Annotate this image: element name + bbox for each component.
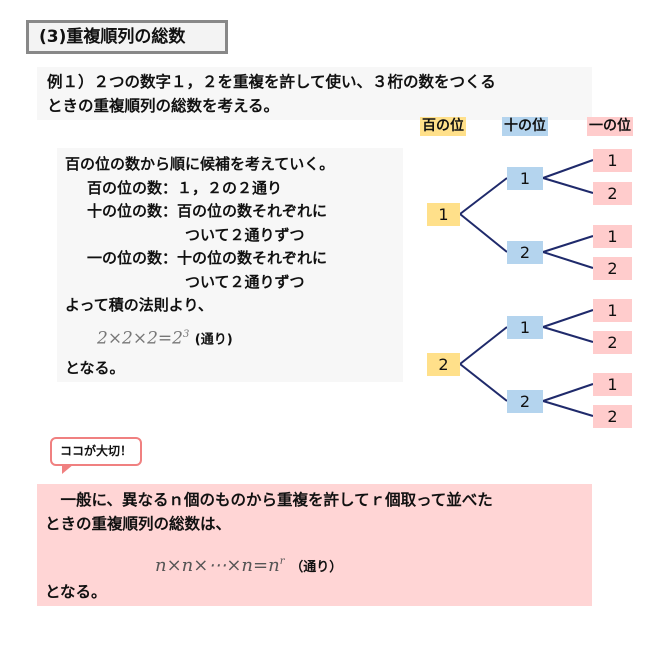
example-box: 例１）２つの数字１，２を重複を許して使い、３桁の数をつくる ときの重複順列の総数… [37,67,592,120]
formula-exponent: 3 [183,328,190,340]
tree-node-ones: 2 [593,182,632,205]
text-line: となる。 [65,359,125,378]
tree-node-tens: 2 [507,390,543,413]
formula-base: 2×2×2=2 [97,328,183,349]
example-line: 例１）２つの数字１，２を重複を許して使い、３桁の数をつくる [47,73,496,91]
text-line: 百の位の数から順に候補を考えていく。 [65,155,335,173]
tree-node-ones: 1 [593,149,632,172]
tree-node-tens: 1 [507,167,543,190]
tree-node-hundreds: 1 [427,203,460,226]
tree-node-ones: 1 [593,373,632,396]
formula-unit: (通り) [194,332,233,348]
tree-node-ones: 2 [593,405,632,428]
formula-unit: （通り） [290,560,343,575]
tree-node-tens: 2 [507,241,543,264]
tree-node-tens: 1 [507,316,543,339]
general-formula: n×n×⋯×n=nr （通り） [45,536,592,594]
explanation-box: 百の位の数から順に候補を考えていく。 百の位の数：１，２の２通り 十の位の数：百… [57,148,403,382]
callout-bubble: ココが大切！ [50,437,142,466]
callout-tail [62,464,74,474]
example-line: ときの重複順列の総数を考える。 [47,97,280,115]
text-line: 百の位の数：１，２の２通り [87,178,283,197]
text-line: となる。 [45,583,107,601]
tree-node-ones: 1 [593,225,632,248]
label-hundreds: 百の位 [420,117,466,136]
label-ones: 一の位 [587,117,633,136]
tree-node-ones: 2 [593,257,632,280]
text-line: 一の位の数：十の位の数それぞれに [87,249,328,267]
formula-exponent: r [279,556,285,567]
tree-node-hundreds: 2 [427,353,460,376]
text-line: 一般に、異なるｎ個のものから重複を許してｒ個取って並べた [45,491,493,509]
tree-node-ones: 1 [593,299,632,322]
tree-node-ones: 2 [593,331,632,354]
text-line: ついて２通りずつ [185,225,305,244]
label-tens: 十の位 [502,117,548,136]
formula-base: n×n×⋯×n=n [155,555,280,576]
text-line: ついて２通りずつ [185,272,305,291]
general-rule-box: 一般に、異なるｎ個のものから重複を許してｒ個取って並べた ときの重複順列の総数は… [37,484,592,606]
formula: 2×2×2=23 (通り) [65,318,403,358]
text-line: ときの重複順列の総数は、 [45,515,232,533]
text-line: よって積の法則より、 [65,296,213,314]
text-line: 十の位の数：百の位の数それぞれに [87,202,328,220]
section-title: (3)重複順列の総数 [26,20,228,54]
